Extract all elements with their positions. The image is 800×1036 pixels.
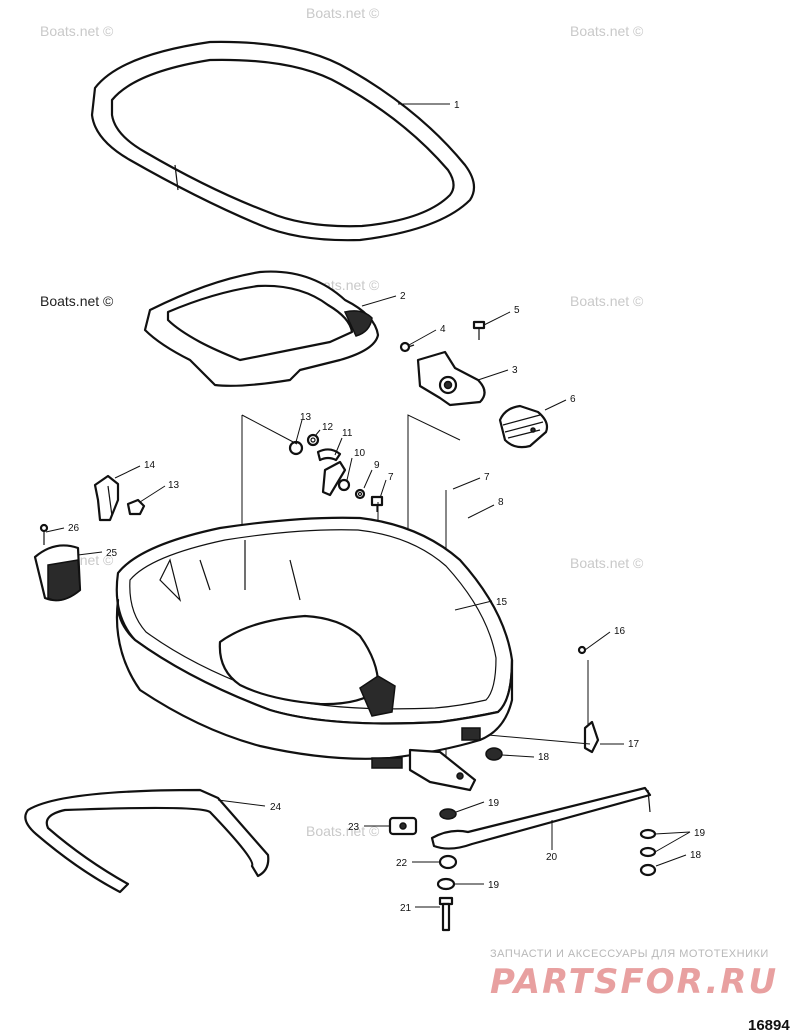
watermark: Boats.net © [306,5,380,21]
part-6-grommet [498,404,549,449]
part-16-screw [577,645,587,655]
watermark: Boats.net © [40,23,114,39]
callout-19c: 19 [488,880,500,891]
watermark: Boats.net © [306,823,380,839]
watermark: Boats.net © [570,555,644,571]
callout-21: 21 [400,903,412,914]
callout-25: 25 [106,548,118,559]
part-1-seal [90,40,476,242]
watermark: Boats.net © [40,293,114,309]
callout-24: 24 [270,802,282,813]
callout-15: 15 [496,597,508,608]
callout-14: 14 [144,460,156,471]
callout-7: 7 [484,472,490,483]
part-15-lower-cowl [115,516,514,792]
part-3-bracket [416,350,486,407]
callout-19b: 19 [694,828,706,839]
part-23-clip [388,816,418,836]
callout-11: 11 [342,428,353,439]
callout-20: 20 [546,852,558,863]
callout-7b: 7 [388,472,394,483]
callout-12: 12 [322,422,334,433]
part-2-frame [143,270,380,387]
callout-leaders [45,103,691,908]
callout-16: 16 [614,626,626,637]
callout-8: 8 [498,497,504,508]
callout-18: 18 [538,752,550,763]
callout-4: 4 [440,324,446,335]
hardware-cluster [288,433,384,512]
part-21-bolt [438,896,454,932]
part-5-screw [472,320,486,340]
callout-2: 2 [400,291,406,302]
callout-13b: 13 [168,480,180,491]
callout-22: 22 [396,858,408,869]
brand-tagline: ЗАПЧАСТИ И АКСЕССУАРЫ ДЛЯ МОТОТЕХНИКИ [490,948,769,960]
callout-17: 17 [628,739,640,750]
callout-3: 3 [512,365,518,376]
part-20-rod [430,786,652,850]
callout-9: 9 [374,460,380,471]
watermark: Boats.net © [570,293,644,309]
callout-18b: 18 [690,850,702,861]
part-17-bracket [583,720,600,754]
part-13-nut [126,498,146,516]
part-24-handle [24,788,270,894]
callout-23: 23 [348,822,360,833]
callout-6: 6 [570,394,576,405]
callout-10: 10 [354,448,366,459]
callout-5: 5 [514,305,520,316]
callout-labels: 1 2 3 4 5 6 7 7 8 9 10 11 12 13 13 14 15… [68,100,706,914]
part-26-screw [39,523,49,545]
part-22-bushing [438,854,458,870]
figure-number: 16894 [748,1017,790,1034]
part-25-cover [33,544,82,602]
callout-13: 13 [300,412,312,423]
part-14-latch [93,474,120,522]
part-4-rivet [399,341,415,353]
callout-26: 26 [68,523,80,534]
watermark: Boats.net © [570,23,644,39]
brand-logo: PARTSFOR.RU [490,962,778,1002]
callout-19: 19 [488,798,500,809]
callout-1: 1 [454,100,460,111]
part-18-nut [485,747,657,877]
